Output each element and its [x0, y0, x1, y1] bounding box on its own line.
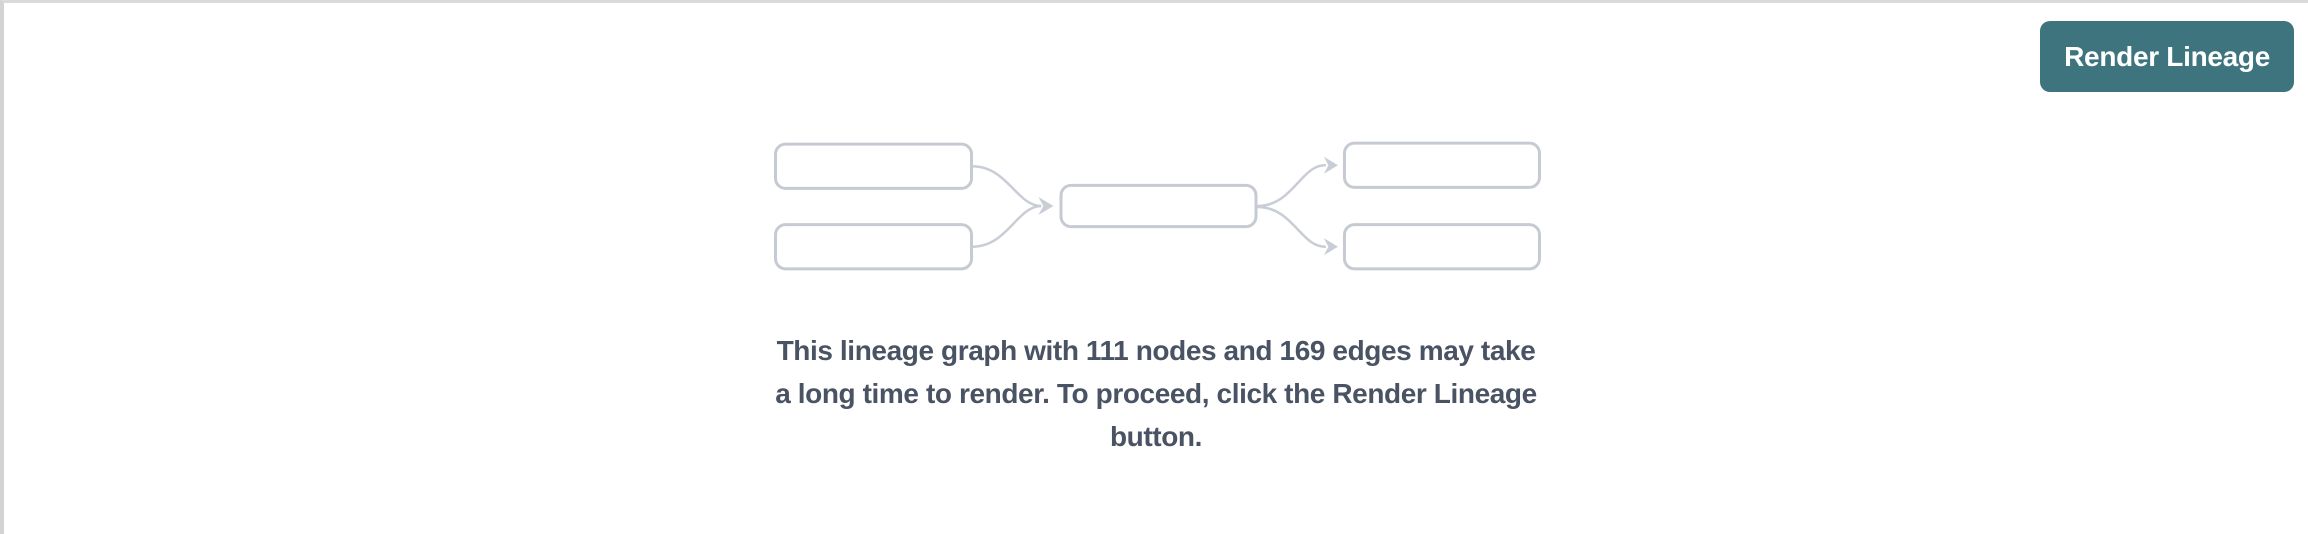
placeholder-node — [1059, 183, 1258, 229]
lineage-graph-placeholder-icon — [774, 141, 1541, 271]
placeholder-arrowheads — [1038, 156, 1338, 256]
message-line: button. — [1109, 421, 1203, 452]
render-warning-message: This lineage graph with 111 nodes and 16… — [4, 329, 2308, 458]
placeholder-node — [1342, 223, 1541, 271]
placeholder-node — [774, 223, 974, 271]
arrowhead-right-top — [1323, 156, 1338, 174]
message-line: a long time to render. To proceed, click… — [775, 378, 1537, 409]
render-lineage-button[interactable]: Render Lineage — [2040, 21, 2294, 92]
edge-left-top — [970, 165, 1042, 208]
placeholder-nodes — [774, 141, 1541, 271]
edge-right-top — [1256, 164, 1327, 208]
edge-right-bottom — [1256, 205, 1327, 248]
message-line: This lineage graph with 111 nodes and 16… — [776, 335, 1536, 366]
placeholder-node — [774, 142, 974, 190]
edge-left-bottom — [970, 204, 1042, 248]
arrowhead-right-bottom — [1323, 238, 1338, 256]
placeholder-edges — [970, 164, 1327, 248]
placeholder-node — [1342, 141, 1541, 189]
arrowhead-center — [1038, 196, 1054, 216]
